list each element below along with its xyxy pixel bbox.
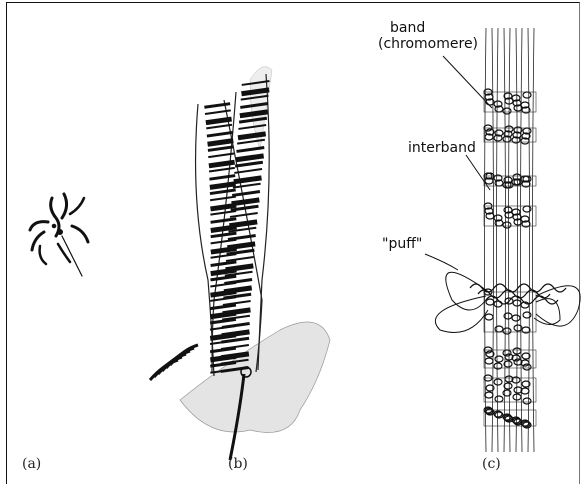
label-leader-lines xyxy=(425,56,492,270)
panel-b-drawing xyxy=(150,67,330,460)
panel-a-drawing xyxy=(30,194,88,276)
band-label: band xyxy=(390,20,425,36)
panel-c-label: (c) xyxy=(482,456,501,472)
chromomere-label: (chromomere) xyxy=(378,36,478,52)
panel-c-drawing xyxy=(435,28,580,452)
puff-label: "puff" xyxy=(382,236,422,252)
panel-b-label: (b) xyxy=(228,456,248,472)
interband-label: interband xyxy=(408,140,476,156)
panel-a-label: (a) xyxy=(22,456,41,472)
